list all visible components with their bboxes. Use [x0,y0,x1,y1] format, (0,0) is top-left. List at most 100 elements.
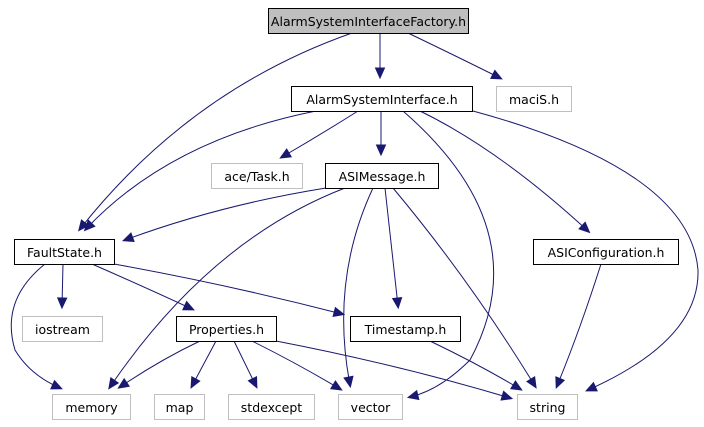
node-box [22,316,103,342]
edge-properties-to-memory [117,340,201,389]
arrowhead-icon [509,380,523,391]
edge-line [407,32,501,79]
node-asiconf[interactable]: ASIConfiguration.h [533,239,679,265]
edge-line [85,110,317,230]
arrowhead-icon [83,219,96,232]
edge-line [109,187,346,388]
arrowhead-icon [56,297,68,310]
arrowhead-icon [117,377,130,389]
edge-asi-to-faultstate [83,110,317,232]
node-acetask: ace/Task.h [211,163,303,189]
arrowhead-icon [343,375,354,389]
arrowhead-icon [585,381,598,392]
arrowhead-icon [77,219,90,232]
edge-line [281,110,359,158]
node-label: map [166,400,194,415]
arrowhead-icon [391,296,403,310]
node-label: Timestamp.h [364,322,447,337]
arrowhead-icon [108,377,120,390]
node-box [176,316,277,342]
node-stdexcept: stdexcept [228,394,315,420]
arrowhead-icon [375,144,387,157]
node-timestamp[interactable]: Timestamp.h [350,316,461,342]
node-label: maciS.h [509,92,559,107]
node-faultstate[interactable]: FaultState.h [14,239,115,265]
node-asimsg[interactable]: ASIMessage.h [325,163,439,189]
node-map: map [154,394,205,420]
edge-line [402,110,495,398]
arrowhead-icon [374,67,386,80]
edge-factory-to-faultstate [77,32,353,232]
edge-asiconf-to-string [555,263,602,389]
node-properties[interactable]: Properties.h [176,316,277,342]
arrowhead-icon [578,221,591,234]
edge-factory-to-asi [374,33,386,80]
arrowhead-icon [332,306,346,317]
edge-asi-to-vector [402,110,495,401]
node-label: AlarmSystemInterface.h [306,92,457,107]
node-string: string [517,394,578,420]
node-label: ASIConfiguration.h [548,245,665,260]
node-box [325,163,439,189]
node-box [338,394,403,420]
node-label: string [530,400,566,415]
node-label: stdexcept [241,400,302,415]
edge-properties-to-map [190,340,217,389]
edge-line [113,263,343,315]
arrowhead-icon [190,376,201,389]
node-label: ASIMessage.h [339,169,426,184]
edges-layer [10,32,699,401]
edge-timestamp-to-string [429,340,523,391]
edge-faultstate-to-timestamp [113,263,346,317]
node-label: iostream [35,322,90,337]
node-box [496,86,572,112]
node-box [517,394,578,420]
arrowhead-icon [279,148,292,159]
edge-asimsg-to-faultstate [121,187,327,243]
node-iostream: iostream [22,316,103,342]
node-asi[interactable]: AlarmSystemInterface.h [291,86,473,112]
edge-asimsg-to-string [392,187,537,389]
edge-asi-to-asimsg [375,111,387,157]
node-box [52,394,131,420]
node-box [268,8,469,34]
arrowhead-icon [500,390,514,401]
node-box [350,316,461,342]
edge-line [275,340,511,399]
arrowhead-icon [247,376,258,389]
node-label: FaultState.h [27,245,102,260]
arrowhead-icon [329,380,343,391]
edge-line [429,340,521,390]
arrowhead-icon [406,389,420,401]
node-box [211,163,303,189]
edge-factory-to-macis [407,32,503,80]
node-macis: maciS.h [496,86,572,112]
arrowhead-icon [182,300,195,311]
edge-line [124,187,327,241]
node-label: ace/Task.h [224,169,289,184]
node-box [533,239,679,265]
edge-line [384,187,399,307]
edge-line [10,263,61,389]
edge-asimsg-to-vector [343,187,374,389]
edge-properties-to-string [275,340,514,401]
edge-properties-to-vector [251,340,343,391]
edge-asi-to-string [472,110,699,392]
node-label: Properties.h [189,322,264,337]
edge-asi-to-asiconf [419,110,591,234]
edge-line [91,263,193,310]
node-box [228,394,315,420]
edge-faultstate-to-memory [10,263,63,390]
edge-line [392,187,536,387]
arrowhead-icon [121,232,135,243]
edge-line [556,263,602,387]
arrowhead-icon [50,379,63,390]
arrowhead-icon [526,375,537,389]
node-box [291,86,473,112]
arrowhead-icon [490,69,503,80]
node-box [14,239,115,265]
node-factory[interactable]: AlarmSystemInterfaceFactory.h [268,8,469,34]
node-vector: vector [338,394,403,420]
edge-line [419,110,589,232]
